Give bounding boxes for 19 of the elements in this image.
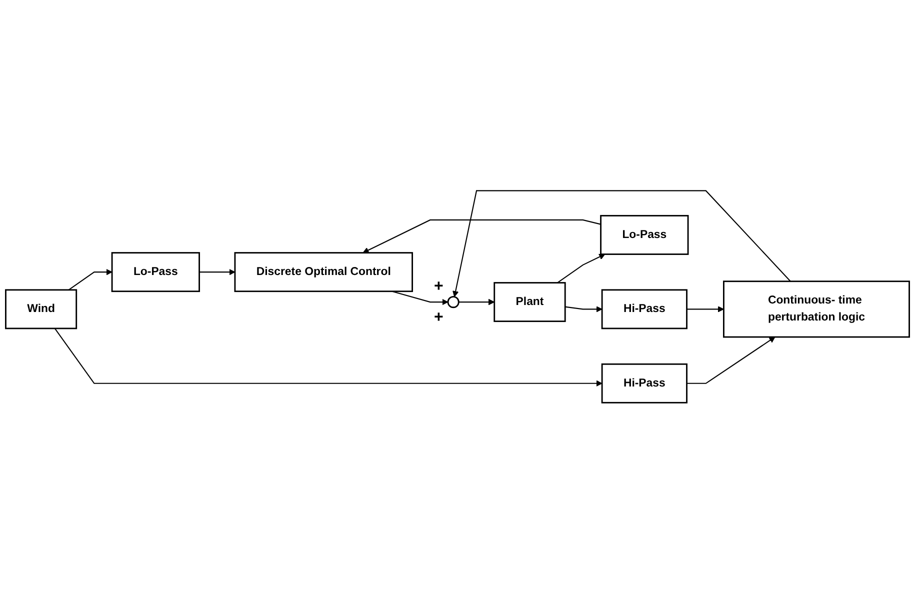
arrow <box>54 328 602 387</box>
arrow <box>557 254 606 284</box>
node-box: Discrete Optimal Control <box>234 252 413 292</box>
arrow <box>362 220 601 254</box>
arrow <box>68 269 112 291</box>
arrow <box>458 299 495 306</box>
arrow <box>686 306 724 313</box>
node-box: Hi-Pass <box>601 364 688 404</box>
node-box: Plant <box>494 282 566 322</box>
node-box: Wind <box>5 290 78 330</box>
arrow <box>199 269 236 276</box>
arrow <box>452 190 791 298</box>
node-circle <box>447 296 460 308</box>
node-box: Lo-Pass <box>600 215 689 256</box>
arrow <box>565 306 602 313</box>
node-box: Continuous- time perturbation logic <box>723 280 910 338</box>
arrow <box>686 337 776 384</box>
node-box: Hi-Pass <box>601 290 688 330</box>
node-box: Lo-Pass <box>111 252 200 292</box>
